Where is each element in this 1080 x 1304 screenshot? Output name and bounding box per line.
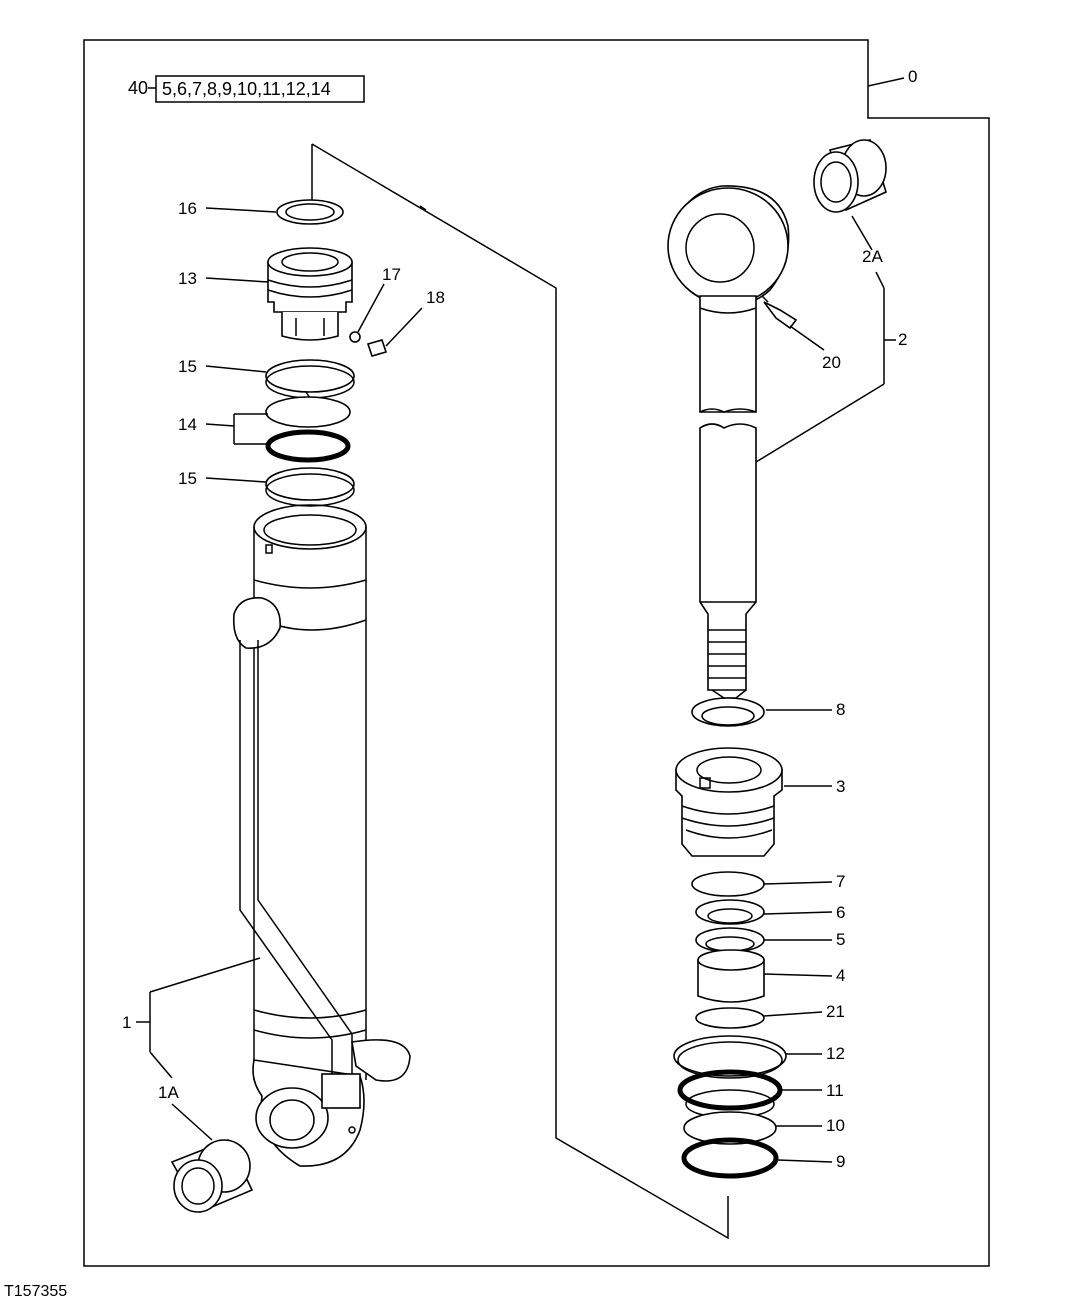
callout-6: 6: [836, 903, 845, 922]
callout-5: 5: [836, 930, 845, 949]
seal-6: [695, 899, 765, 925]
bushing-4: [697, 949, 765, 1003]
ring-14-b: [265, 429, 351, 463]
callout-2a: 2A: [862, 247, 883, 266]
callout-17: 17: [382, 265, 401, 284]
callout-11: 11: [826, 1081, 844, 1100]
figure-id: T157355: [4, 1283, 67, 1300]
callout-9: 9: [836, 1152, 845, 1171]
oring-11: [677, 1069, 783, 1111]
kit-prefix: 40: [128, 78, 148, 98]
piston-13: [267, 247, 353, 341]
callout-0: 0: [908, 67, 917, 86]
grease-fitting-20: [763, 301, 798, 330]
set-screw-18: [366, 339, 388, 357]
ball-17: [349, 331, 361, 343]
kit-items: 5,6,7,8,9,10,11,12,14: [162, 79, 331, 99]
snap-ring-21: [695, 1007, 765, 1029]
bushing-2a: [813, 139, 887, 213]
piston-rod-2: [667, 185, 790, 699]
seal-7: [691, 871, 765, 897]
ring-10: [683, 1111, 777, 1145]
callout-1a: 1A: [158, 1083, 179, 1102]
cylinder-tube: [232, 504, 411, 1167]
callout-2: 2: [898, 330, 907, 349]
callout-4: 4: [836, 966, 845, 985]
callout-12: 12: [826, 1044, 845, 1063]
callout-16: 16: [178, 199, 197, 218]
callout-14: 14: [178, 415, 197, 434]
assembly-frame: [83, 39, 990, 1267]
callout-8: 8: [836, 700, 845, 719]
ring-14-a: [265, 396, 351, 428]
callout-10: 10: [826, 1116, 845, 1135]
callout-7: 7: [836, 872, 845, 891]
callout-21: 21: [826, 1002, 845, 1021]
rod-guide-3: [675, 747, 783, 857]
bushing-1a: [170, 1138, 254, 1214]
callout-1: 1: [122, 1013, 131, 1032]
callout-15-upper: 15: [178, 357, 197, 376]
seal-8: [691, 697, 765, 727]
ring-15-upper: [265, 359, 355, 393]
seal-5: [695, 927, 765, 953]
callout-3: 3: [836, 777, 845, 796]
callout-20: 20: [822, 353, 841, 372]
oring-9: [681, 1137, 779, 1179]
ring-15-lower: [265, 467, 355, 501]
callout-15-lower: 15: [178, 469, 197, 488]
ring-12: [673, 1035, 787, 1077]
callout-13: 13: [178, 269, 197, 288]
callout-18: 18: [426, 288, 445, 307]
kit-reference: 40 5,6,7,8,9,10,11,12,14: [128, 75, 365, 103]
